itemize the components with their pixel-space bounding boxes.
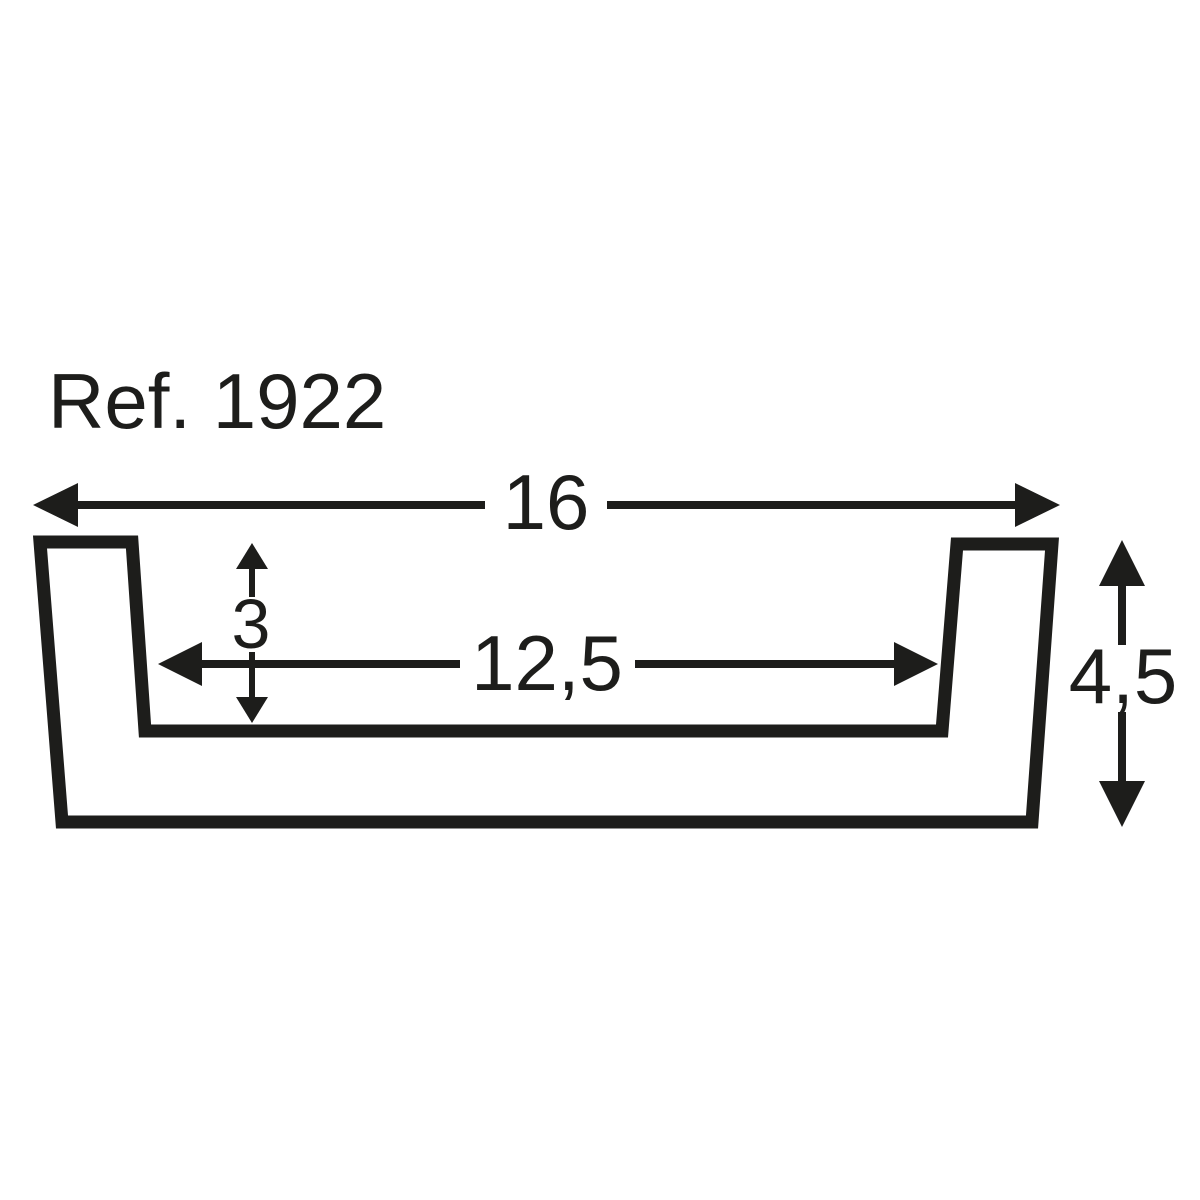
dimension-inner-width: 12,5 [158, 619, 938, 707]
dimension-inner-depth: 3 [232, 543, 271, 723]
dim-label-overall-width: 16 [503, 458, 590, 546]
arrowhead-up [236, 543, 268, 569]
dim-label-overall-height: 4,5 [1069, 632, 1177, 720]
arrowhead-left [158, 642, 202, 686]
dimension-overall-width: 16 [33, 458, 1060, 546]
dim-label-inner-width: 12,5 [471, 619, 623, 707]
dimension-overall-height: 4,5 [1069, 540, 1177, 827]
arrowhead-up [1099, 540, 1145, 586]
arrowhead-down [236, 697, 268, 723]
arrowhead-right [894, 642, 938, 686]
reference-label: Ref. 1922 [48, 357, 386, 445]
profile-outline [32, 535, 1059, 829]
arrowhead-down [1099, 781, 1145, 827]
arrowhead-left [33, 483, 78, 527]
dim-label-inner-depth: 3 [232, 585, 271, 663]
arrowhead-right [1015, 483, 1060, 527]
